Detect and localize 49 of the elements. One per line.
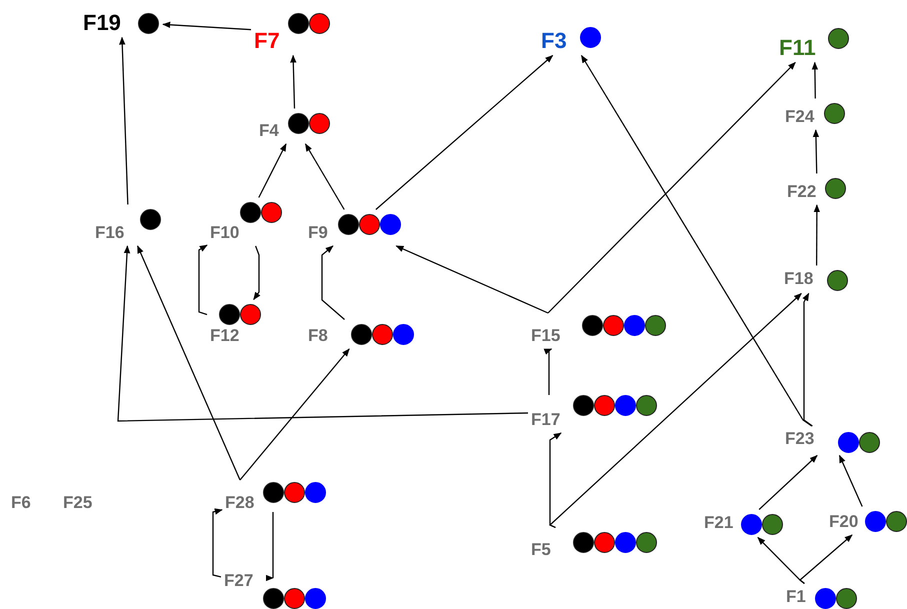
node-label: F6 xyxy=(11,493,31,513)
node-label: F9 xyxy=(308,223,328,243)
node-label: F7 xyxy=(254,28,280,53)
node-label: F4 xyxy=(259,121,279,141)
arrow xyxy=(212,508,223,578)
node-label: F8 xyxy=(308,326,328,346)
node-label: F20 xyxy=(829,512,858,532)
node-label: F27 xyxy=(224,571,254,591)
arrow xyxy=(396,245,549,314)
arrow xyxy=(812,129,820,174)
arrow xyxy=(814,204,820,266)
arrow xyxy=(290,54,296,109)
arrow xyxy=(544,348,552,396)
node-label: F17 xyxy=(531,410,560,430)
node-label: F5 xyxy=(531,540,551,560)
node-label: F11 xyxy=(779,34,816,60)
arrow xyxy=(253,246,260,300)
arrow xyxy=(547,62,796,314)
node-label: F15 xyxy=(531,326,560,346)
arrow xyxy=(117,245,528,422)
arrow xyxy=(119,36,128,205)
node-label: F10 xyxy=(210,223,240,243)
arrow xyxy=(304,143,345,210)
node-label: F22 xyxy=(787,182,816,202)
node-label: F16 xyxy=(95,223,124,243)
node-label: F19 xyxy=(83,10,121,35)
arrow xyxy=(580,54,812,426)
arrow xyxy=(758,454,818,510)
arrow xyxy=(321,246,345,320)
arrow xyxy=(802,292,813,426)
node-label: F18 xyxy=(784,269,814,289)
arrow xyxy=(258,143,287,198)
arrow xyxy=(838,454,863,507)
arrow xyxy=(162,22,252,30)
arrow xyxy=(137,245,241,481)
node-label: F21 xyxy=(704,513,734,533)
arrow xyxy=(548,292,802,528)
node-label: F28 xyxy=(225,493,254,513)
arrow xyxy=(799,534,853,584)
node-label: F1 xyxy=(786,587,806,607)
node-label: F24 xyxy=(785,107,814,127)
arrow xyxy=(376,54,554,210)
node-label: F3 xyxy=(541,28,567,53)
node-label: F12 xyxy=(210,326,240,346)
arrow xyxy=(812,62,818,98)
node-label: F25 xyxy=(63,493,92,513)
arrow xyxy=(239,348,350,481)
arrow xyxy=(198,244,208,316)
node-label: F23 xyxy=(785,429,814,449)
